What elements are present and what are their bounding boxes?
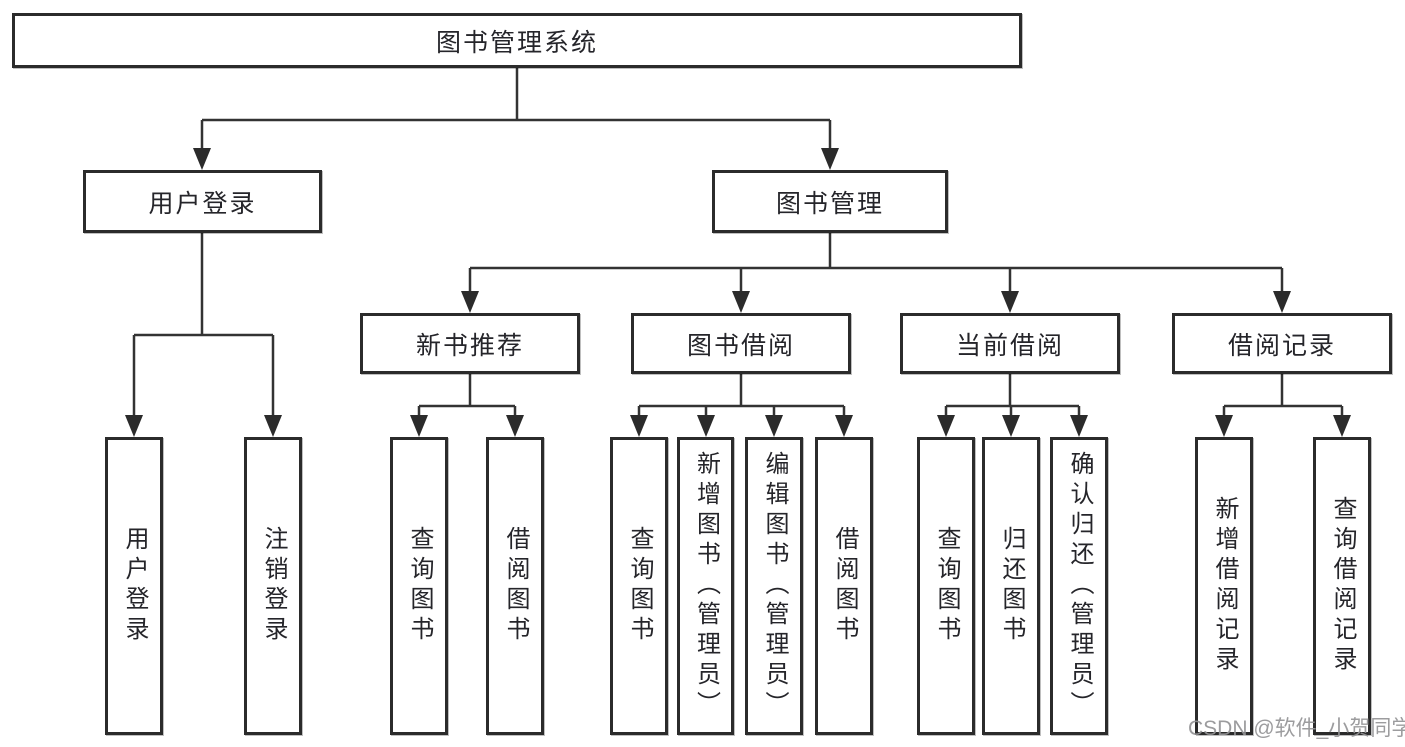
- leaf-query-borrow-record-label: 查询借阅记录: [1329, 496, 1356, 676]
- node-current-borrowing: 当前借阅: [900, 313, 1120, 374]
- leaf-query-books-recommend-label: 查询图书: [406, 526, 433, 646]
- node-root: 图书管理系统: [12, 13, 1022, 68]
- csdn-watermark: CSDN @软件_小贺同学: [1188, 717, 1405, 740]
- arrowheads: [125, 148, 1351, 437]
- node-new-book-recommend-label: 新书推荐: [415, 331, 524, 360]
- leaf-logout-label: 注销登录: [260, 526, 287, 646]
- leaf-query-borrow-record: 查询借阅记录: [1313, 437, 1371, 735]
- leaf-add-book-admin-label: 新增图书（管理员）: [692, 451, 720, 721]
- node-book-management-label: 图书管理: [775, 189, 884, 218]
- leaf-return-book-label: 归还图书: [998, 526, 1025, 646]
- leaf-user-login: 用户登录: [105, 437, 163, 735]
- leaf-confirm-return-admin-label: 确认归还（管理员）: [1066, 451, 1093, 721]
- node-user-login: 用户登录: [83, 170, 322, 233]
- leaf-edit-book-admin-label: 编辑图书（管理员）: [761, 451, 788, 721]
- leaf-query-books-current-label: 查询图书: [933, 526, 960, 646]
- node-borrowing-records: 借阅记录: [1172, 313, 1392, 374]
- node-current-borrowing-label: 当前借阅: [955, 331, 1064, 360]
- node-book-borrowing-label: 图书借阅: [686, 331, 795, 360]
- node-new-book-recommend: 新书推荐: [360, 313, 580, 374]
- node-book-management: 图书管理: [712, 170, 948, 233]
- leaf-logout: 注销登录: [244, 437, 302, 735]
- node-borrowing-records-label: 借阅记录: [1227, 331, 1336, 360]
- leaf-borrow-books-borrowing: 借阅图书: [815, 437, 873, 735]
- leaf-borrow-books-recommend-label: 借阅图书: [502, 526, 529, 646]
- leaf-confirm-return-admin: 确认归还（管理员）: [1050, 437, 1108, 735]
- leaf-borrow-books-recommend: 借阅图书: [486, 437, 544, 735]
- leaf-query-books-current: 查询图书: [917, 437, 975, 735]
- leaf-query-books-borrowing-label: 查询图书: [626, 526, 653, 646]
- node-root-label: 图书管理系统: [435, 28, 598, 57]
- connector-lines: [132, 68, 1344, 419]
- leaf-edit-book-admin: 编辑图书（管理员）: [745, 437, 803, 735]
- leaf-add-borrow-record-label: 新增借阅记录: [1211, 496, 1238, 676]
- node-user-login-label: 用户登录: [148, 189, 257, 218]
- node-book-borrowing: 图书借阅: [631, 313, 851, 374]
- leaf-add-borrow-record: 新增借阅记录: [1195, 437, 1253, 735]
- leaf-query-books-recommend: 查询图书: [390, 437, 448, 735]
- leaf-add-book-admin: 新增图书（管理员）: [677, 437, 734, 735]
- leaf-return-book: 归还图书: [982, 437, 1040, 735]
- leaf-borrow-books-borrowing-label: 借阅图书: [831, 526, 858, 646]
- leaf-query-books-borrowing: 查询图书: [610, 437, 668, 735]
- leaf-user-login-label: 用户登录: [121, 526, 148, 646]
